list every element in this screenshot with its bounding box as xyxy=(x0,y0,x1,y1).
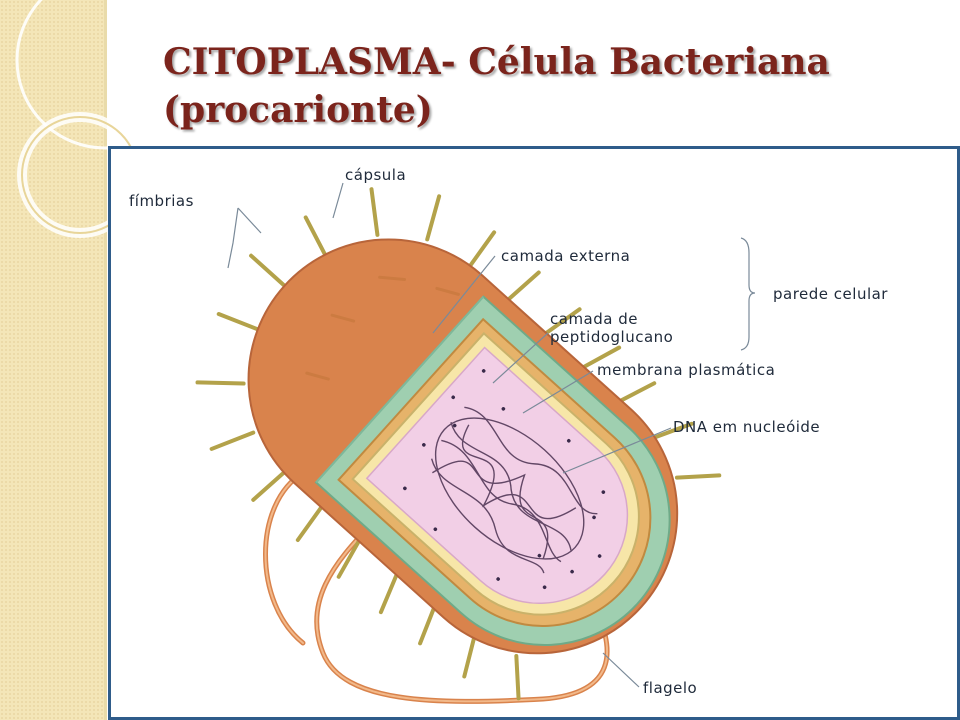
label-membrana-plasmatica: membrana plasmática xyxy=(597,361,775,379)
bacteria-diagram-frame: fímbrias cápsula camada externa camada d… xyxy=(108,146,960,720)
title-line-2: (procarionte) xyxy=(163,89,433,131)
label-camada-externa: camada externa xyxy=(501,247,630,265)
bacteria-diagram: fímbrias cápsula camada externa camada d… xyxy=(129,166,888,704)
label-flagelo: flagelo xyxy=(643,679,697,697)
label-parede-celular: parede celular xyxy=(773,285,888,303)
label-capsula: cápsula xyxy=(345,166,406,184)
label-fimbrias: fímbrias xyxy=(129,192,194,210)
title-line-1: CITOPLASMA- Célula Bacteriana xyxy=(163,41,830,83)
label-camada-de: camada de xyxy=(550,310,638,328)
ribosomes xyxy=(403,369,606,590)
label-dna-nucleoide: DNA em nucleóide xyxy=(673,418,820,436)
cytoplasm xyxy=(365,346,629,604)
fimbriae xyxy=(195,187,722,701)
dna-nucleoid xyxy=(430,406,598,574)
slide-title: CITOPLASMA- Célula Bacteriana (procarion… xyxy=(163,38,943,134)
label-peptidoglucano: peptidoglucano xyxy=(550,328,673,346)
sidebar-border xyxy=(104,0,107,720)
